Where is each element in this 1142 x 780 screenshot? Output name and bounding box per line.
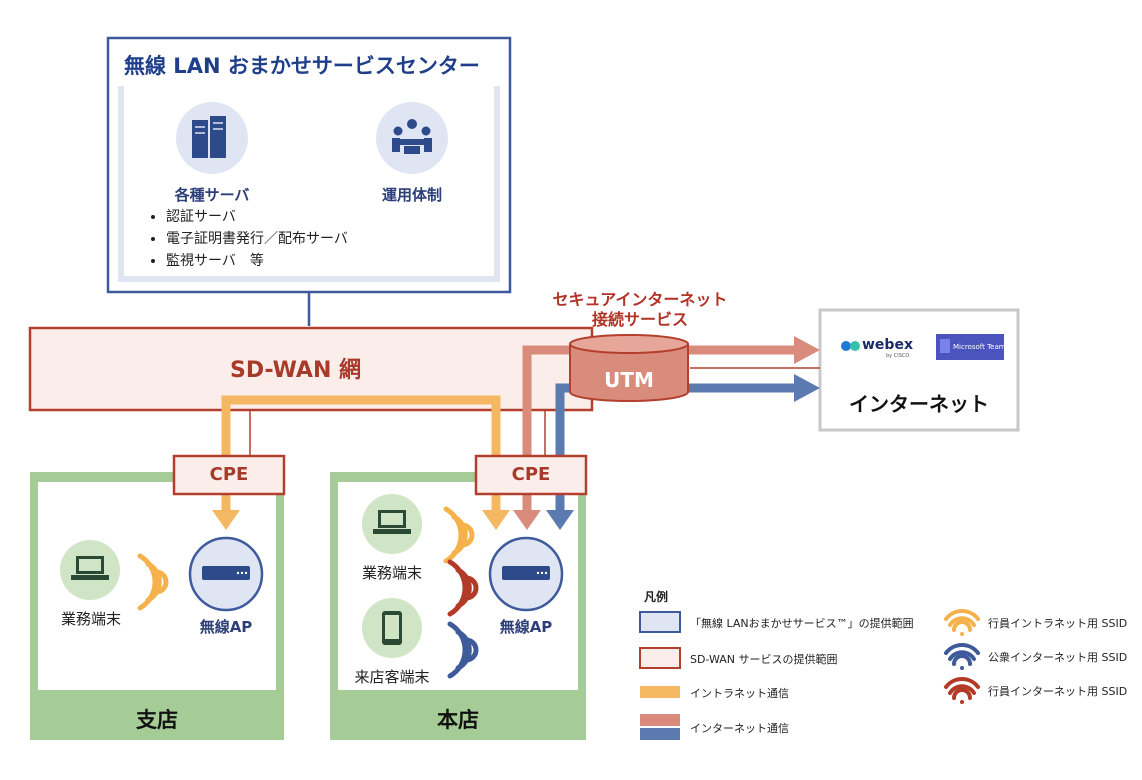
legend-item: SD-WAN サービスの提供範囲 [690, 653, 838, 666]
legend-item: インターネット通信 [690, 722, 789, 735]
smartphone-icon [362, 598, 422, 658]
access-point-icon [188, 536, 264, 612]
internet-arrow-head-pink [513, 510, 541, 530]
legend-ssid-item: 公衆インターネット用 SSID [988, 651, 1128, 664]
secure-label-line1: セキュアインターネット [552, 290, 728, 309]
server-list-item: 認証サーバ [166, 206, 348, 228]
legend-item: 「無線 LANおまかせサービス™」の提供範囲 [690, 617, 914, 630]
server-list-item: 監視サーバ 等 [166, 250, 348, 272]
wifi-icon-blue-head [447, 621, 479, 679]
intranet-arrow-branch [212, 510, 240, 530]
head-guest-terminal-label: 来店客端末 [354, 668, 430, 686]
internet-box [818, 308, 1020, 432]
team-meeting-icon [376, 102, 448, 174]
internet-arrow-out-pink [794, 336, 820, 364]
wifi-icon-orange [137, 553, 169, 611]
legend-swatch-internet-blue [640, 728, 680, 740]
wifi-icon-orange-head [443, 506, 475, 564]
internet-route-blue [555, 383, 800, 512]
legend-wifi-red [944, 677, 980, 704]
cpe-branch-label: CPE [209, 464, 249, 485]
internet-arrow-head-blue [546, 510, 574, 530]
head-business-terminal-label: 業務端末 [361, 564, 422, 582]
legend-swatch-intranet [640, 686, 680, 698]
secure-label-line2: 接続サービス [591, 310, 688, 329]
utm-cylinder [569, 334, 689, 402]
wifi-icon-red-head [447, 559, 479, 617]
legend-wifi-blue [944, 643, 980, 670]
legend [639, 611, 681, 740]
service-center-title: 無線 LAN おまかせサービスセンター [124, 54, 480, 78]
laptop-icon [60, 540, 120, 600]
webex-logo [841, 341, 860, 351]
sdwan-label: SD-WAN 網 [230, 358, 362, 383]
internet-arrow-out-blue [794, 374, 820, 402]
legend-swatch-internet-pink [640, 714, 680, 726]
laptop-icon-head [362, 494, 422, 554]
legend-title: 凡例 [644, 590, 669, 604]
webex-sub-text: by CISCO [886, 353, 910, 359]
head-office-name: 本店 [437, 708, 479, 732]
branch-name: 支店 [136, 708, 178, 732]
webex-text: webex [862, 337, 913, 353]
access-point-icon-head [488, 536, 564, 612]
cpe-head-box [474, 454, 588, 496]
internet-label: インターネット [849, 392, 989, 416]
server-list-item: 電子証明書発行／配布サーバ [166, 228, 348, 250]
servers-label: 各種サーバ [174, 186, 250, 204]
branch-ap-label: 無線AP [199, 618, 253, 636]
branch-terminal-label: 業務端末 [60, 610, 121, 628]
legend-swatch-service [639, 611, 681, 633]
operations-label: 運用体制 [381, 186, 442, 204]
cpe-branch-box [172, 454, 286, 496]
legend-item: イントラネット通信 [690, 687, 789, 700]
legend-ssid-item: 行員イントラネット用 SSID [988, 617, 1128, 630]
cpe-head-label: CPE [511, 464, 551, 485]
server-list: 認証サーバ 電子証明書発行／配布サーバ 監視サーバ 等 [146, 206, 348, 272]
microsoft-teams-logo [936, 334, 1004, 360]
teams-text: Microsoft Teams [953, 343, 1010, 351]
head-ap-label: 無線AP [499, 618, 553, 636]
server-icon [176, 102, 248, 174]
legend-ssid-item: 行員インターネット用 SSID [988, 685, 1128, 698]
legend-wifi-orange [944, 609, 980, 636]
intranet-arrow-head [482, 510, 510, 530]
secure-internet-service-label: セキュアインターネット 接続サービス [540, 290, 740, 330]
utm-label: UTM [604, 368, 654, 392]
legend-swatch-sdwan [639, 647, 681, 669]
